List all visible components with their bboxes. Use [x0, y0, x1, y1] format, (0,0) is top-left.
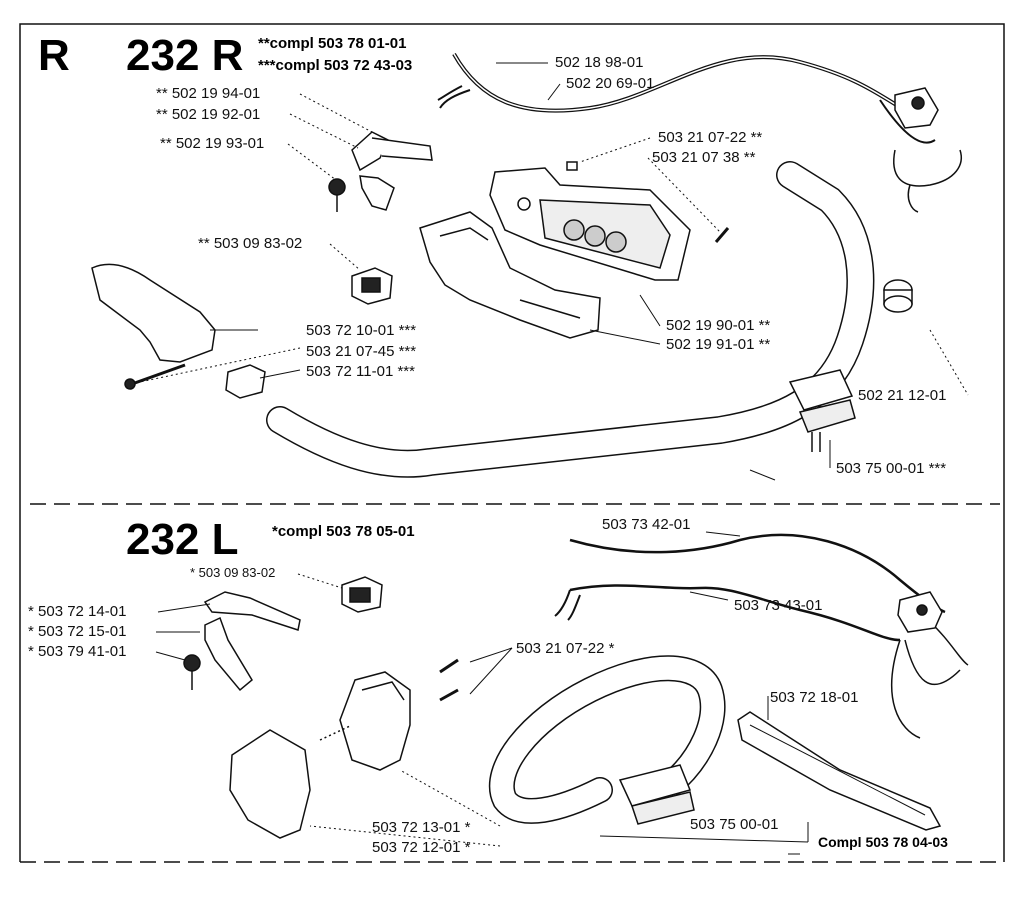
model-title-232r: 232 R — [126, 31, 244, 80]
section-letter-r: R — [38, 31, 70, 80]
loop-handle-l — [488, 655, 726, 824]
part-label: 503 72 10-01 *** — [306, 322, 417, 339]
handlebar-clamp-r — [788, 369, 856, 452]
part-label: 503 21 07-45 *** — [306, 343, 417, 360]
throttle-housing-l — [897, 591, 943, 633]
part-label: 503 75 00-01 *** — [836, 460, 947, 477]
diagram-frame — [19, 23, 1005, 863]
throttle-trigger-parts-l — [183, 591, 301, 692]
handle-housing-right-half-r — [489, 167, 691, 281]
handle-housing-halves-l — [229, 671, 411, 839]
throttle-cable-r — [437, 53, 962, 213]
part-label: 503 21 07 38 ** — [652, 149, 756, 166]
part-label: 502 19 90-01 ** — [666, 317, 771, 334]
part-label: * 503 72 15-01 — [28, 623, 127, 640]
stop-switch-l — [341, 576, 383, 613]
handlebar-tube-r — [266, 161, 875, 478]
part-label: ** 502 19 92-01 — [156, 106, 261, 123]
compl-double-star-r: **compl 503 78 01-01 — [258, 35, 407, 52]
stop-switch-r — [351, 267, 393, 305]
part-label: ** 502 19 93-01 — [160, 135, 265, 152]
guard-bar-l — [737, 711, 942, 831]
left-grip-r — [91, 263, 258, 363]
housing-screws-l — [439, 658, 459, 702]
throttle-housing-r — [894, 87, 939, 129]
part-label: 503 73 43-01 — [734, 597, 823, 614]
housing-screws-r — [566, 161, 730, 243]
part-label: 503 72 18-01 — [770, 689, 859, 706]
part-label: 503 75 00-01 — [690, 816, 779, 833]
part-label: 503 21 07-22 ** — [658, 129, 763, 146]
part-label: 503 72 11-01 *** — [306, 363, 415, 380]
loop-handle-clamp-l — [618, 764, 695, 825]
part-label: 503 21 07-22 * — [516, 640, 615, 657]
part-label: 502 19 91-01 ** — [666, 336, 771, 353]
compl-triple-star-r: ***compl 503 72 43-03 — [258, 57, 413, 74]
leader-lines-l — [155, 531, 809, 855]
knob-r — [883, 279, 913, 313]
part-label: 502 18 98-01 — [555, 54, 644, 71]
part-label: 503 72 13-01 * — [372, 819, 471, 836]
bolt-and-nut-r — [124, 363, 266, 399]
part-label: ** 503 09 83-02 — [198, 235, 303, 252]
part-label: 503 73 42-01 — [602, 516, 691, 533]
part-label: 502 21 12-01 — [858, 387, 947, 404]
part-label: * 503 09 83-02 — [190, 565, 276, 580]
throttle-trigger-parts-r — [328, 131, 433, 212]
part-label: 502 20 69-01 — [566, 75, 655, 92]
leader-lines-r — [139, 62, 969, 481]
compl-assembly-l: Compl 503 78 04-03 — [818, 834, 948, 850]
model-title-232l: 232 L — [126, 515, 239, 564]
compl-single-star-l: *compl 503 78 05-01 — [272, 523, 415, 540]
throttle-cable-l — [554, 533, 969, 739]
part-label: * 503 72 14-01 — [28, 603, 127, 620]
part-label: * 503 79 41-01 — [28, 643, 127, 660]
part-label: 503 72 12-01 * — [372, 839, 471, 856]
handle-housing-left-half-r — [419, 211, 601, 339]
part-label: ** 502 19 94-01 — [156, 85, 261, 102]
